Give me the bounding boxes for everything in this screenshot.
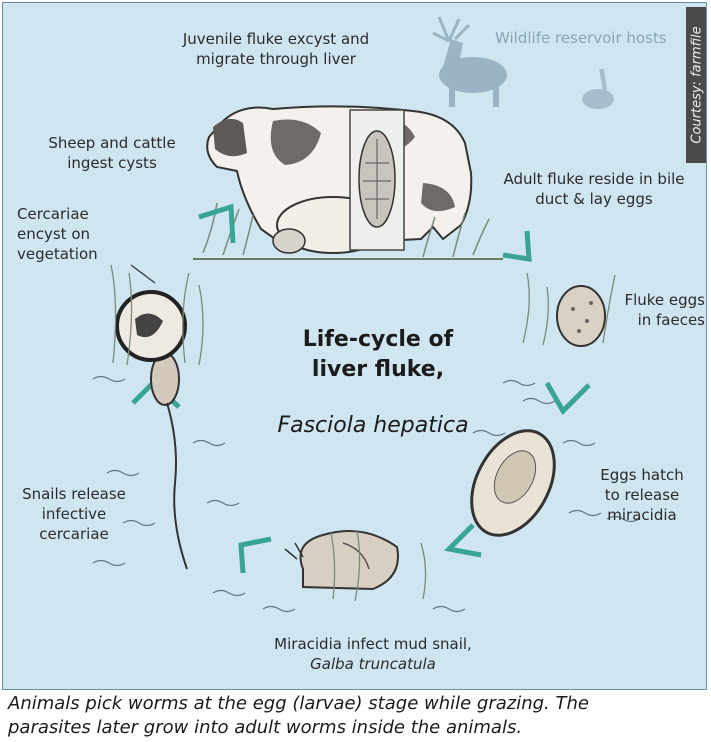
label-line: Cercariae (17, 204, 137, 224)
label-ingest: Sheep and cattle ingest cysts (37, 133, 187, 173)
label-line: in faeces (603, 310, 705, 330)
label-line: miracidia (587, 505, 697, 525)
cercaria-icon (151, 353, 187, 569)
label-line: infective (11, 504, 137, 524)
label-hatch: Eggs hatch to release miracidia (587, 465, 697, 525)
arrow-icon (503, 231, 529, 259)
arrow-icon (241, 539, 271, 573)
wildlife-label: Wildlife reservoir hosts (495, 29, 667, 47)
label-snail: Miracidia infect mud snail, Galba trunca… (243, 634, 503, 674)
diagram-subtitle: Fasciola hepatica (243, 413, 503, 438)
label-adult: Adult fluke reside in bile duct & lay eg… (489, 169, 699, 209)
life-cycle-diagram: Wildlife reservoir hosts Courtesy: farmf… (2, 2, 707, 690)
label-pointer (131, 265, 155, 283)
arrow-icon (547, 383, 589, 411)
label-juvenile: Juvenile fluke excyst and migrate throug… (161, 29, 391, 69)
label-line: Juvenile fluke excyst and (161, 29, 391, 49)
arrow-icon (449, 525, 481, 555)
figure-caption: Animals pick worms at the egg (larvae) s… (8, 692, 708, 740)
fluke-inset-box (350, 110, 404, 250)
title-line: Life-cycle of (248, 325, 508, 355)
title-line: liver fluke, (248, 355, 508, 385)
courtesy-label: Courtesy: farmfile (686, 7, 707, 163)
cyst-icon (117, 292, 185, 360)
label-line: cercariae (11, 524, 137, 544)
label-line-species: Galba truncatula (243, 654, 503, 674)
label-line: vegetation (17, 244, 137, 264)
courtesy-text: Courtesy: farmfile (690, 26, 705, 143)
label-line: Fluke eggs (603, 290, 705, 310)
rabbit-icon (582, 69, 614, 109)
label-line: Snails release (11, 484, 137, 504)
label-line: Adult fluke reside in bile (489, 169, 699, 189)
caption-line: parasites later grow into adult worms in… (8, 716, 708, 740)
label-line: encyst on (17, 224, 137, 244)
label-release: Snails release infective cercariae (11, 484, 137, 544)
diagram-title: Life-cycle of liver fluke, (248, 325, 508, 385)
label-line: Sheep and cattle (37, 133, 187, 153)
label-encyst: Cercariae encyst on vegetation (17, 204, 137, 264)
label-line: Miracidia infect mud snail, (243, 634, 503, 654)
label-line: migrate through liver (161, 49, 391, 69)
label-line: ingest cysts (37, 153, 187, 173)
fluke-egg-icon (557, 286, 605, 346)
label-eggs: Fluke eggs in faeces (603, 290, 705, 330)
label-line: to release (587, 485, 697, 505)
snail-icon (285, 531, 398, 589)
label-line: Eggs hatch (587, 465, 697, 485)
caption-line: Animals pick worms at the egg (larvae) s… (8, 692, 708, 716)
arrow-icon (199, 207, 233, 243)
label-line: duct & lay eggs (489, 189, 699, 209)
